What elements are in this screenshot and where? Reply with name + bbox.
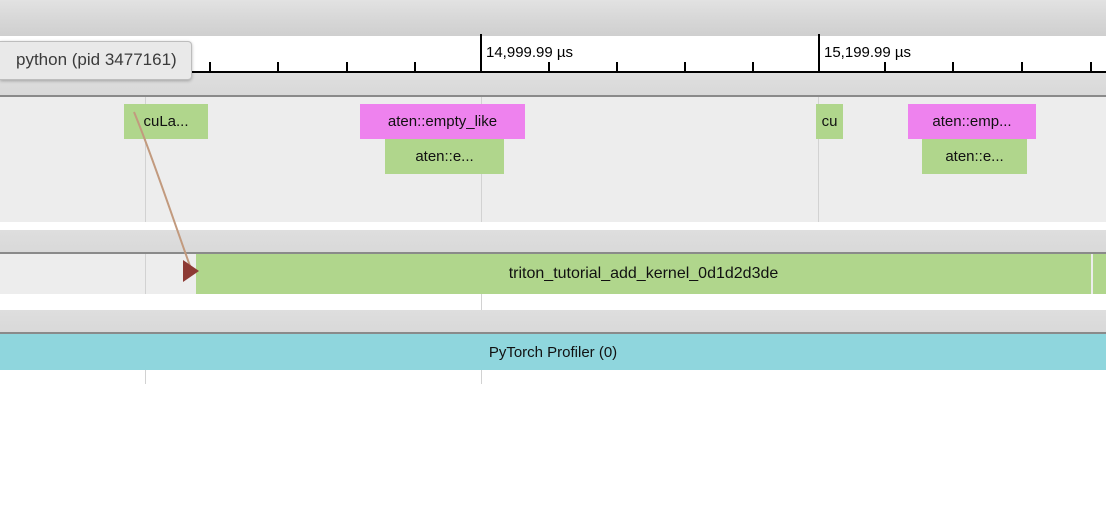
ruler-tick-minor [616, 62, 618, 71]
ruler-tick-minor [277, 62, 279, 71]
ruler-tick-minor [414, 62, 416, 71]
gridline [145, 370, 146, 384]
ruler-tick-minor [1021, 62, 1023, 71]
window-chrome [0, 0, 1106, 36]
slice-aten-empty-like[interactable]: aten::empty_like [360, 104, 525, 139]
slice-aten-e[interactable]: aten::e... [922, 139, 1027, 174]
track-header-gpu-kernel-track[interactable] [0, 230, 1106, 254]
gridline [481, 370, 482, 384]
slice-cula[interactable]: cuLa... [124, 104, 208, 139]
slice-triton-tutorial-add-kernel-0d1d2d3de[interactable]: triton_tutorial_add_kernel_0d1d2d3de [196, 254, 1091, 294]
slice-aten-emp[interactable]: aten::emp... [908, 104, 1036, 139]
process-label-chip: python (pid 3477161) [0, 41, 192, 80]
gridline [481, 294, 482, 310]
ruler-tick-minor [209, 62, 211, 71]
slice-aten-e[interactable]: aten::e... [385, 139, 504, 174]
ruler-tick-minor [684, 62, 686, 71]
ruler-tick-minor [952, 62, 954, 71]
ruler-tick-minor [1090, 62, 1092, 71]
slice-pytorch-profiler-0[interactable]: PyTorch Profiler (0) [0, 334, 1106, 370]
ruler-tick-minor [752, 62, 754, 71]
ruler-tick-label: 15,199.99 µs [824, 44, 912, 61]
track-header-profiler-track[interactable] [0, 310, 1106, 334]
gridline [818, 97, 819, 222]
gridline [145, 254, 146, 294]
ruler-tick-major [818, 34, 820, 71]
ruler-tick-minor [548, 62, 550, 71]
ruler-tick-minor [884, 62, 886, 71]
ruler-tick-label: 14,999.99 µs [486, 44, 574, 61]
slice-cu[interactable]: cu [816, 104, 843, 139]
ruler-tick-minor [346, 62, 348, 71]
ruler-tick-major [480, 34, 482, 71]
slice-unlabeled[interactable] [1093, 254, 1106, 294]
